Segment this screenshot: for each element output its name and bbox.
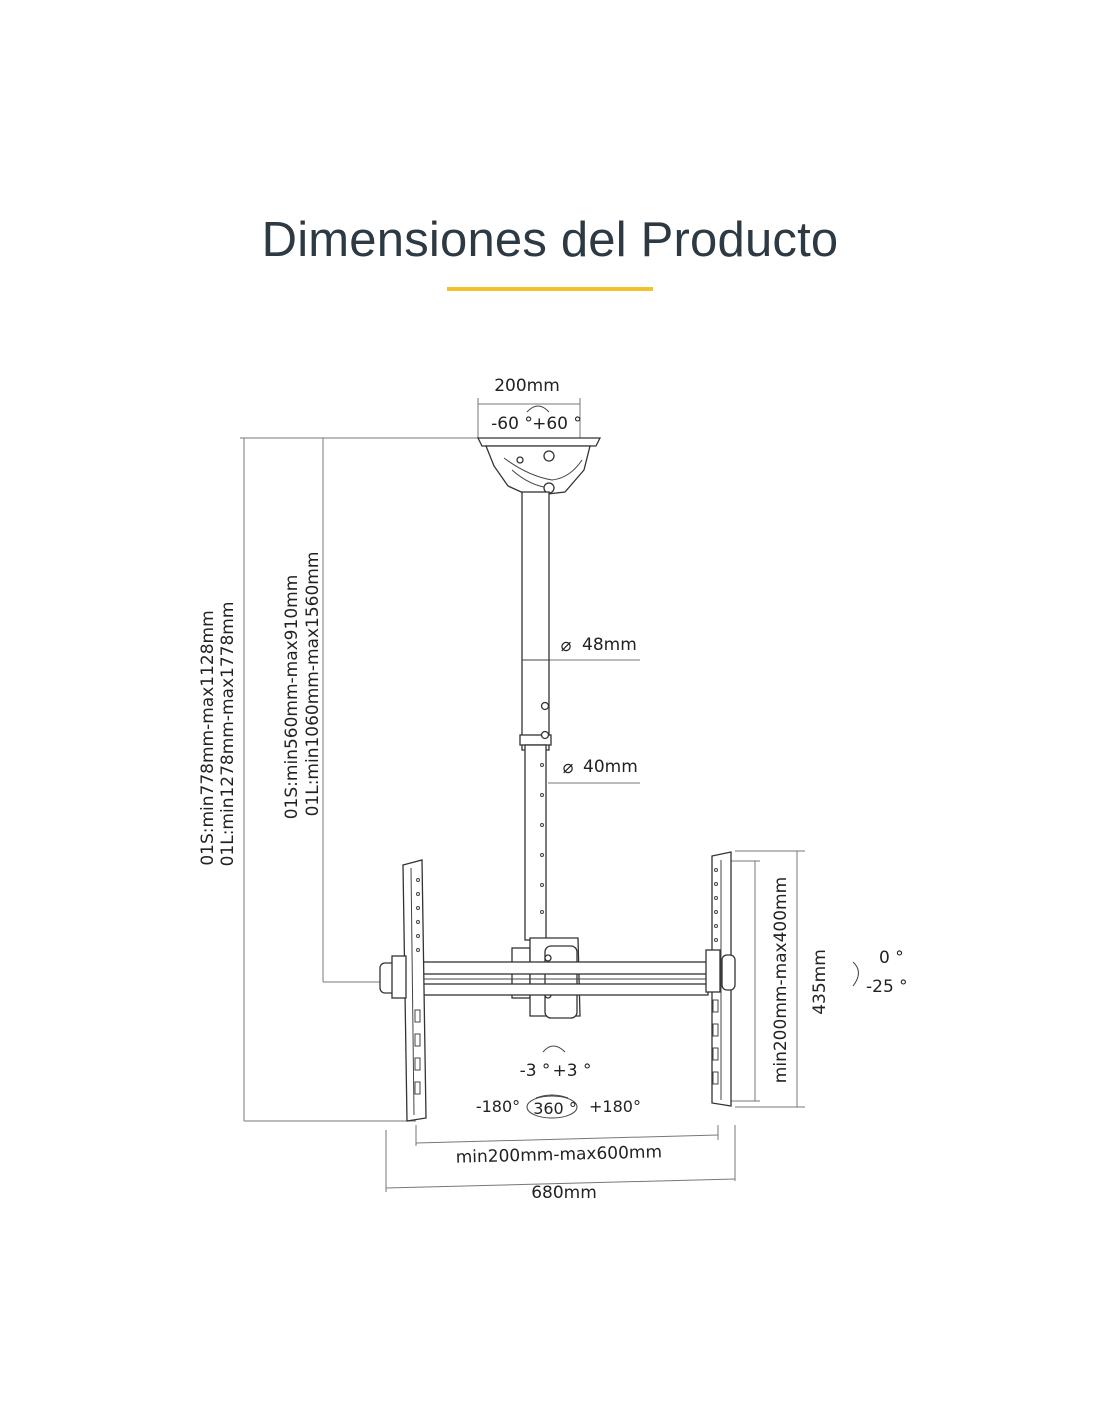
top-width-label: 200mm [494, 376, 560, 396]
ceiling-plate [476, 437, 602, 497]
tilt-left-label: -60 ° [491, 414, 533, 434]
rotation-center-label: 360 ° [533, 1099, 577, 1118]
diameter-icon: ⌀ [561, 635, 572, 656]
total-width-label: 680mm [531, 1183, 597, 1203]
bracket-spacing-label: min200mm-max600mm [455, 1142, 662, 1167]
dimension-labels: 200mm -60 ° +60 ° ⌀ 48mm ⌀ 40mm 01S:min7… [198, 376, 908, 1203]
pole [519, 491, 552, 941]
tilt-bottom-label: -25 ° [866, 977, 908, 997]
center-clamp [511, 937, 581, 1019]
rotation-left-label: -180° [476, 1097, 520, 1116]
rotation-arcs [526, 405, 859, 1119]
title-underline [447, 287, 653, 291]
swivel-left-label: -3 ° [520, 1061, 551, 1081]
horizontal-rail [397, 961, 709, 996]
total-height-s-label: 01S:min778mm-max1128mm [198, 610, 218, 865]
pole-lower-diameter-label: 40mm [583, 757, 638, 777]
total-height-l-label: 01L:min1278mm-max1778mm [218, 602, 238, 867]
tilt-right-label: +60 ° [532, 414, 582, 434]
swivel-right-label: +3 ° [553, 1061, 592, 1081]
tilt-top-label: 0 ° [879, 948, 904, 968]
rotation-right-label: +180° [589, 1097, 641, 1116]
left-bracket [379, 859, 427, 1122]
pole-upper-diameter-label: 48mm [582, 635, 637, 655]
bracket-vertical-label: min200mm-max400mm [771, 877, 791, 1083]
dimension-lines [240, 398, 805, 1192]
diameter-icon: ⌀ [563, 757, 574, 778]
page-title: Dimensiones del Producto [261, 213, 839, 267]
pole-height-l-label: 01L:min1060mm-max1560mm [303, 552, 323, 817]
right-bracket [705, 851, 736, 1107]
pole-height-s-label: 01S:min560mm-max910mm [282, 575, 302, 820]
bracket-height-label: 435mm [810, 949, 830, 1015]
